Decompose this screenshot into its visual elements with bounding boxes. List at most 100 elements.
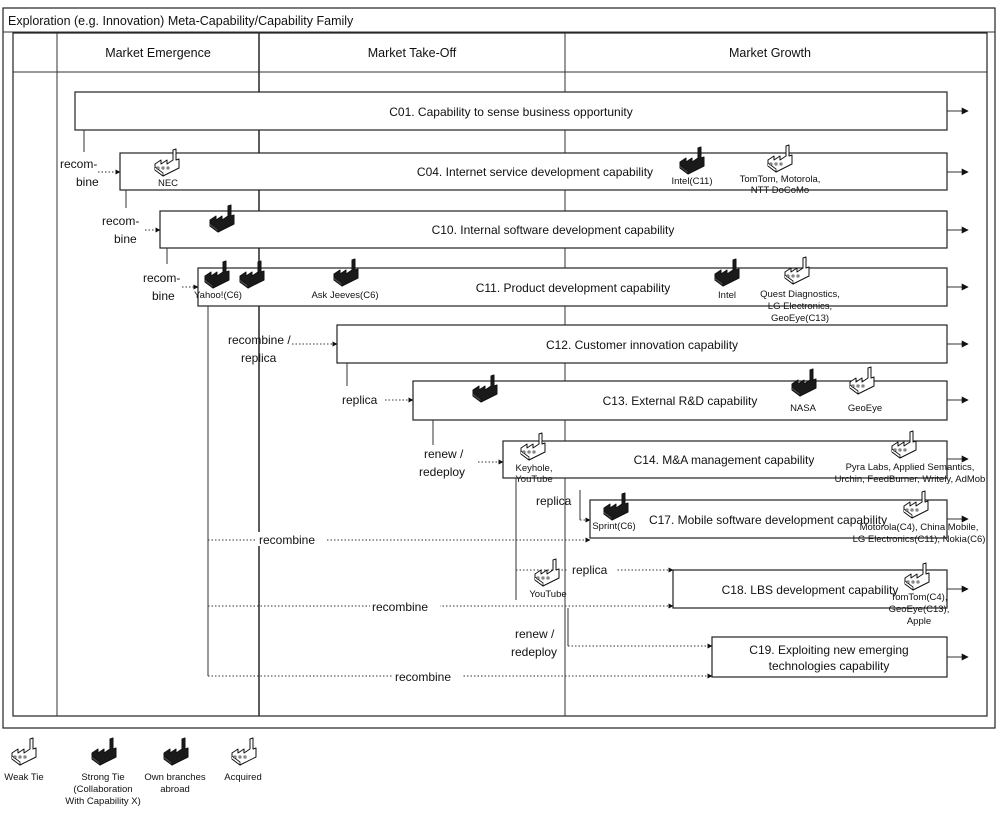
legend-label-strong-1: Strong Tie [81,772,124,783]
capability-label-c01: C01. Capability to sense business opport… [389,105,632,119]
firm-pyra-2: Urchin, FeedBurner, Writely, AdMob [835,474,986,485]
recombine-label-c17: recombine [259,533,315,547]
firm-tomtom-motorola-2: NTT DoCoMo [751,185,809,196]
recombine-label-1b: bine [76,175,99,189]
replica-label-c17: replica [536,494,572,508]
capability-box-c19 [711,636,948,678]
recombine-label-2a: recom- [102,214,139,228]
weak-tie-icon [534,558,560,587]
continuation-arrows [947,107,969,661]
strong-tie-icon [714,258,740,287]
capability-label-c04: C04. Internet service development capabi… [417,165,653,179]
strong-tie-icon [204,260,230,289]
recombine-label-2b: bine [114,232,137,246]
weak-tie-icon [849,366,875,395]
capability-label-c10: C10. Internal software development capab… [432,223,675,237]
strong-tie-icon [679,146,705,175]
tie-icons [154,144,930,591]
legend-strong-tie-icon [91,737,117,766]
capability-label-c18: C18. LBS development capability [722,583,899,597]
capability-label-c14: C14. M&A management capability [634,453,815,467]
capability-label-c12: C12. Customer innovation capability [546,338,738,352]
firm-quest-3: GeoEye(C13) [771,313,829,324]
strong-tie-icon [333,258,359,287]
replica-label-c13: replica [342,393,378,407]
recombine-label-c18: recombine [372,600,428,614]
phase-market-emergence: Market Emergence [105,46,211,60]
weak-tie-icon [903,490,929,519]
weak-tie-icon [784,256,810,285]
renew-redeploy-label-a: renew / [424,447,464,461]
firm-nasa: NASA [790,403,817,414]
legend-label-strong-3: With Capability X) [65,796,141,807]
strong-tie-icon [791,368,817,397]
diagram-title: Exploration (e.g. Innovation) Meta-Capab… [8,14,354,28]
firm-intel: Intel [718,290,736,301]
firm-sprint: Sprint(C6) [592,521,635,532]
label-bg-recombine-3 [392,668,462,682]
recombine-label-1a: recom- [60,157,97,171]
firm-nec: NEC [158,178,178,189]
label-bg-recombine-1 [256,532,326,546]
connector-c01-c04 [83,130,121,175]
legend-label-strong-2: (Collaboration [73,784,132,795]
firm-motorola-c4-1: Motorola(C4), China Mobile, [860,522,979,533]
label-bg-recombine-2 [370,598,440,612]
outer-frame [2,7,996,729]
firm-tomtom-c4-1: TomTom(C4), [890,592,947,603]
recombine-label-c19: recombine [395,670,451,684]
strong-tie-icon [603,492,629,521]
own-branch-icon [209,204,235,233]
firm-ask-jeeves: Ask Jeeves(C6) [311,290,378,301]
recombine-label-3a: recom- [143,271,180,285]
capability-label-c17: C17. Mobile software development capabil… [649,513,887,527]
weak-tie-icon [520,432,546,461]
capability-box-c14 [502,440,948,479]
firm-youtube: YouTube [529,589,566,600]
capability-label-c19-line1: C19. Exploiting new emerging [749,643,908,657]
legend-label-acquired: Acquired [224,772,262,783]
firm-yahoo: Yahoo!(C6) [194,290,242,301]
firm-pyra-1: Pyra Labs, Applied Semantics, [846,462,975,473]
legend-weak-tie-icon [11,737,37,766]
connector-c04-c10 [125,190,161,233]
weak-tie-icon [154,148,180,177]
legend-label-weak: Weak Tie [4,772,43,783]
capability-box-c18 [672,569,948,609]
firm-keyhole-1: Keyhole, [516,463,553,474]
renew-redeploy-label-c19b: redeploy [511,645,557,659]
legend-own-branch-icon [163,737,189,766]
capability-label-c13: C13. External R&D capability [603,394,758,408]
legend: Weak Tie Strong Tie (Collaboration With … [4,737,262,807]
recombine-replica-label-a: recombine / [228,333,291,347]
renew-redeploy-label-b: redeploy [419,465,465,479]
weak-tie-icon [891,430,917,459]
capability-label-c19-line2: technologies capability [769,659,890,673]
firm-motorola-c4-2: LG Electronics(C11), Nokia(C6) [853,534,986,545]
weak-tie-icon [904,562,930,591]
phase-market-growth: Market Growth [729,46,811,60]
recombine-label-3b: bine [152,289,175,303]
label-bg-replica-c18 [568,562,616,576]
capability-label-c11: C11. Product development capability [476,281,671,295]
capability-box-c01 [74,91,948,131]
replica-label-c18: replica [572,563,608,577]
legend-label-own-2: abroad [160,784,190,795]
recombine-replica-label-b: replica [241,351,277,365]
legend-label-own-1: Own branches [144,772,206,783]
phase-market-takeoff: Market Take-Off [368,46,457,60]
firm-quest-2: LG Electronics, [768,301,832,312]
firm-tomtom-c4-3: Apple [907,616,931,627]
capability-box-c12 [336,324,948,364]
legend-acquired-icon [231,737,257,766]
firm-tomtom-motorola-1: TomTom, Motorola, [740,174,821,185]
own-branch-icon [472,374,498,403]
renew-redeploy-label-c19a: renew / [515,627,555,641]
connector-c10-c11 [166,248,199,290]
firm-tomtom-c4-2: GeoEye(C13), [889,604,950,615]
firm-quest-1: Quest Diagnostics, [760,289,840,300]
capability-box-c17 [589,499,948,539]
weak-tie-icon [767,144,793,173]
